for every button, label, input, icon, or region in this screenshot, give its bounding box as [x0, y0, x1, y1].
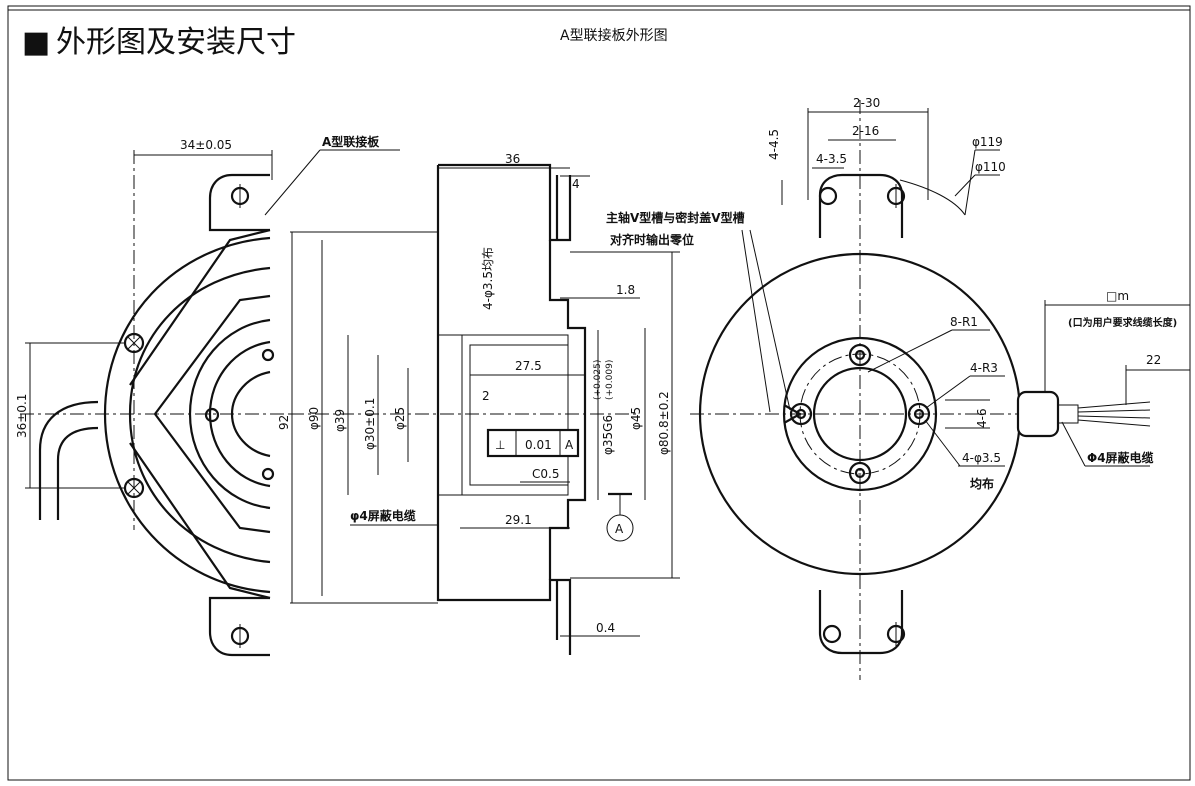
datum-a: A — [615, 522, 624, 536]
dim-c0-5: C0.5 — [532, 467, 559, 481]
page-title: 外形图及安装尺寸 — [56, 25, 296, 60]
dim-4-phi-3-5-right: 4-φ3.5 — [962, 451, 1001, 465]
evenly-label: 均布 — [970, 476, 994, 491]
dim-0-4: 0.4 — [596, 621, 615, 635]
dim-phi-119: φ119 — [972, 135, 1003, 149]
middle-view: ⊥ 0.01 A 36 4 1.8 4-φ3.5均布 27.5 2 C0.5 2… — [277, 152, 680, 655]
tolerance-datum: A — [565, 438, 574, 452]
dim-phi-80-8: φ80.8±0.2 — [657, 391, 671, 455]
dim-phi-90: φ90 — [307, 407, 321, 430]
dim-2-16: 2-16 — [852, 124, 879, 138]
dim-phi-39: φ39 — [333, 409, 347, 432]
shield-cable-right: Φ4屏蔽电缆 — [1087, 450, 1154, 465]
zero-note-2: 对齐时输出零位 — [610, 232, 694, 247]
dim-29-1: 29.1 — [505, 513, 532, 527]
dim-92: 92 — [277, 415, 291, 430]
dim-27-5: 27.5 — [515, 359, 542, 373]
cable-length-note: (口为用户要求线缆长度) — [1068, 316, 1177, 329]
dim-34: 34±0.05 — [180, 138, 232, 152]
tolerance-value: 0.01 — [525, 438, 552, 452]
zero-note-1: 主轴V型槽与密封盖V型槽 — [606, 210, 745, 225]
dim-phi-25: φ25 — [393, 407, 407, 430]
dim-2-30: 2-30 — [853, 96, 880, 110]
dim-4: 4 — [572, 177, 580, 191]
dim-36-0-1: 36±0.1 — [15, 394, 29, 438]
dim-2: 2 — [482, 389, 490, 403]
dim-phi-45: φ45 — [629, 407, 643, 430]
dim-tol-upper: (+0.025) — [593, 360, 603, 400]
cable-length-symbol: □m — [1106, 289, 1129, 303]
dim-4-r3: 4-R3 — [970, 361, 998, 375]
flange-plate-label: A型联接板 — [322, 134, 380, 149]
dim-4-phi-3-5: 4-φ3.5均布 — [481, 247, 495, 310]
shield-cable-left: φ4屏蔽电缆 — [350, 508, 416, 523]
dim-4-3-5: 4-3.5 — [816, 152, 847, 166]
dim-8-r1: 8-R1 — [950, 315, 978, 329]
header-bullet: ■ — [22, 25, 50, 60]
drawing-subtitle: A型联接板外形图 — [560, 27, 668, 44]
dim-phi-110: φ110 — [975, 160, 1006, 174]
dim-1-8: 1.8 — [616, 283, 635, 297]
left-view: 34±0.05 36±0.1 A型联接板 — [15, 134, 400, 657]
dim-4-6: 4-6 — [975, 408, 989, 428]
dim-phi-35g6: φ35G6 — [601, 415, 615, 455]
tolerance-perp: ⊥ — [495, 438, 505, 452]
sheet-border — [7, 5, 1191, 781]
dim-4-4-5: 4-4.5 — [767, 129, 781, 160]
dim-phi-30: φ30±0.1 — [363, 398, 377, 450]
dim-tol-lower: (+0.009) — [605, 360, 615, 400]
right-view: 2-30 2-16 4-3.5 4-4.5 φ119 φ110 主轴V型槽与密封… — [606, 96, 1190, 680]
dim-36: 36 — [505, 152, 520, 166]
dim-22: 22 — [1146, 353, 1161, 367]
